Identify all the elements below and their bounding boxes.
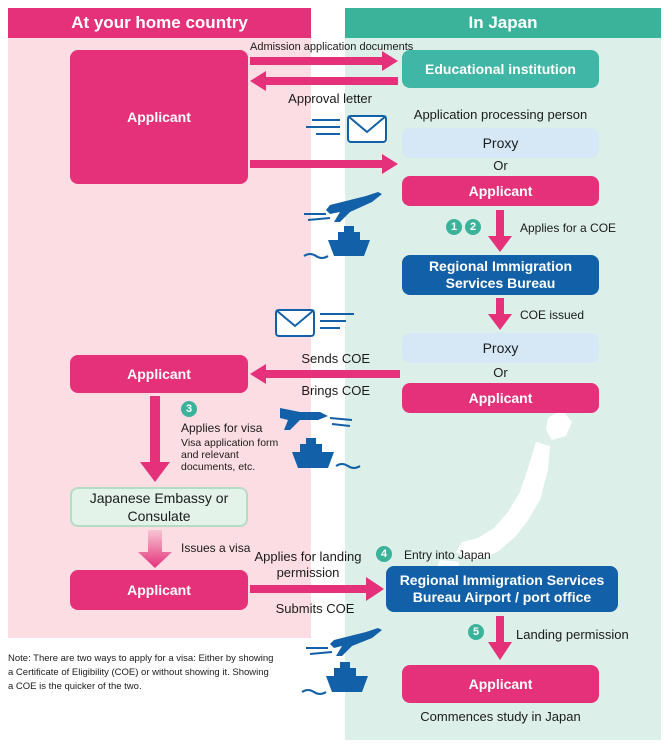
label-applies-visa: Applies for visa bbox=[181, 421, 263, 435]
applicant-final: Applicant bbox=[402, 665, 599, 703]
arrow-coe-issued bbox=[488, 298, 512, 330]
arrow-to-applicant bbox=[250, 154, 398, 174]
arrow-landing-permission bbox=[488, 616, 512, 660]
label-entry-japan: Entry into Japan bbox=[404, 548, 491, 562]
header-home-country: At your home country bbox=[8, 8, 311, 38]
regional-bureau-box: Regional Immigration Services Bureau bbox=[402, 255, 599, 295]
label-applies-coe: Applies for a COE bbox=[520, 221, 617, 235]
step-2-badge: 2 bbox=[465, 219, 481, 235]
label-approval-letter: Approval letter bbox=[288, 91, 372, 106]
proxy-box-1: Proxy bbox=[402, 128, 599, 158]
applicant-home-top: Applicant bbox=[70, 50, 248, 184]
envelope-icon bbox=[275, 309, 354, 337]
header-in-japan: In Japan bbox=[345, 8, 661, 38]
airplane-icon bbox=[304, 192, 382, 222]
step-3-badge: 3 bbox=[181, 401, 197, 417]
label-coe-issued: COE issued bbox=[520, 308, 585, 322]
label-submits-coe: Submits COE bbox=[275, 601, 355, 616]
commences-study-label: Commences study in Japan bbox=[420, 709, 581, 724]
arrow-applies-visa bbox=[140, 396, 170, 482]
applicant-home-bottom: Applicant bbox=[70, 570, 248, 610]
arrow-sends-coe bbox=[250, 364, 400, 384]
educational-institution-box: Educational institution bbox=[402, 50, 599, 88]
ship-icon bbox=[301, 662, 368, 695]
label-sends-coe: Sends COE bbox=[301, 351, 370, 366]
airplane-icon bbox=[280, 408, 353, 430]
arrow-applies-coe bbox=[488, 210, 512, 252]
step-1-badge: 1 bbox=[446, 219, 462, 235]
or-label-1: Or bbox=[493, 158, 508, 173]
ship-icon bbox=[303, 226, 370, 259]
label-landing-permission: Landing permission bbox=[516, 627, 629, 642]
or-label-2: Or bbox=[493, 365, 508, 380]
applicant-home-mid: Applicant bbox=[70, 355, 248, 393]
applicant-japan-2: Applicant bbox=[402, 383, 599, 413]
ship-icon bbox=[292, 438, 361, 469]
arrow-admission bbox=[250, 51, 398, 71]
airplane-icon bbox=[306, 628, 382, 656]
arrow-issues-visa bbox=[138, 530, 172, 568]
arrow-approval bbox=[250, 71, 398, 91]
applicant-japan-1: Applicant bbox=[402, 176, 599, 206]
step-5-badge: 5 bbox=[468, 624, 484, 640]
envelope-icon bbox=[306, 115, 387, 143]
label-brings-coe: Brings COE bbox=[301, 383, 370, 398]
label-issues-visa: Issues a visa bbox=[181, 541, 251, 555]
label-admission-docs: Admission application documents bbox=[250, 41, 414, 53]
airport-office-box: Regional Immigration Services Bureau Air… bbox=[386, 566, 618, 612]
proxy-box-2: Proxy bbox=[402, 333, 599, 363]
label-visa-docs: Visa application form and relevant docum… bbox=[181, 437, 279, 473]
label-applies-landing: Applies for landing permission bbox=[254, 549, 362, 580]
embassy-box: Japanese Embassy or Consulate bbox=[70, 487, 248, 527]
arrow-landing bbox=[250, 577, 384, 601]
step-4-badge: 4 bbox=[376, 546, 392, 562]
note-text: Note: There are two ways to apply for a … bbox=[8, 653, 274, 692]
processing-person-label: Application processing person bbox=[413, 107, 588, 122]
